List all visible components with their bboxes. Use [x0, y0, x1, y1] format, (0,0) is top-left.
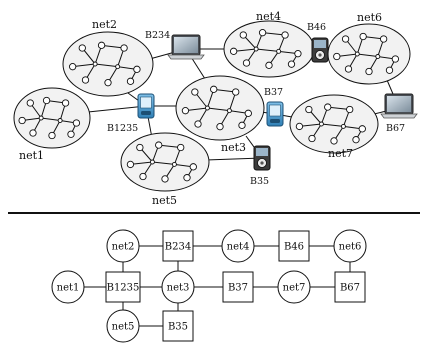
net4-node-label: net4 [227, 242, 250, 253]
B67-node-label: B67 [340, 283, 360, 294]
net7-node-label: net7 [283, 283, 306, 294]
net5-node-label: net5 [112, 322, 135, 333]
net3-node-label: net3 [167, 283, 190, 294]
net7-label: net7 [328, 147, 353, 160]
B35-node-label: B35 [168, 322, 188, 333]
net3-internal-graph [181, 85, 252, 131]
bridge-node-B234: B234 [162, 230, 194, 262]
net-node-net5: net5 [106, 309, 140, 343]
B234-label: B234 [145, 30, 170, 41]
net1-label: net1 [19, 149, 44, 162]
B1235-label: B1235 [107, 123, 138, 134]
bridge-node-B37: B37 [222, 271, 254, 303]
B234-laptop-icon [167, 34, 205, 60]
net6-label: net6 [357, 11, 382, 24]
net1-node-label: net1 [57, 283, 80, 294]
B37-label: B37 [264, 87, 283, 98]
B35-media-player-icon [253, 145, 271, 171]
net5-internal-graph [126, 141, 197, 183]
net3-cloud [175, 75, 265, 141]
net2-node-label: net2 [112, 242, 135, 253]
B1235-node-label: B1235 [107, 283, 140, 294]
bridge-node-B35: B35 [162, 310, 194, 342]
topology-diagram: net1 net2 net3 net4 net5 net6 net7 B234 … [13, 10, 418, 207]
net2-internal-graph [68, 41, 141, 87]
net7-internal-graph [295, 103, 366, 145]
B1235-pda-icon [137, 93, 155, 119]
net-node-net1: net1 [51, 270, 85, 304]
B234-node-label: B234 [165, 242, 191, 253]
bridge-node-B46: B46 [278, 230, 310, 262]
net5-label: net5 [152, 194, 177, 207]
net-node-net6: net6 [333, 229, 367, 263]
net6-internal-graph [333, 32, 400, 76]
net4-label: net4 [256, 10, 281, 23]
net-node-net7: net7 [277, 270, 311, 304]
link-net1-B1235 [87, 105, 147, 113]
net3-label: net3 [221, 141, 246, 154]
B37-node-label: B37 [228, 283, 248, 294]
bridge-node-B67: B67 [334, 271, 366, 303]
net6-node-label: net6 [339, 242, 362, 253]
net-node-net3: net3 [161, 270, 195, 304]
bipartite-graph: net1 net2 net3 net4 net5 net6 net7 B1235 B234B35… [51, 229, 367, 343]
B46-node-label: B46 [284, 242, 304, 253]
net4-internal-graph [229, 29, 302, 69]
link-net5-B35 [205, 157, 263, 161]
net-node-net4: net4 [221, 229, 255, 263]
B67-label: B67 [386, 123, 405, 134]
B67-laptop-icon [380, 93, 418, 119]
net2-label: net2 [92, 18, 117, 31]
B37-pda-icon [266, 101, 284, 127]
net2-cloud [62, 31, 154, 97]
B46-label: B46 [307, 22, 326, 33]
bridge-node-B1235: B1235 [105, 271, 141, 303]
net1-internal-graph [18, 96, 81, 140]
net-node-net2: net2 [106, 229, 140, 263]
B35-label: B35 [250, 176, 269, 187]
B46-media-player-icon [311, 37, 329, 63]
